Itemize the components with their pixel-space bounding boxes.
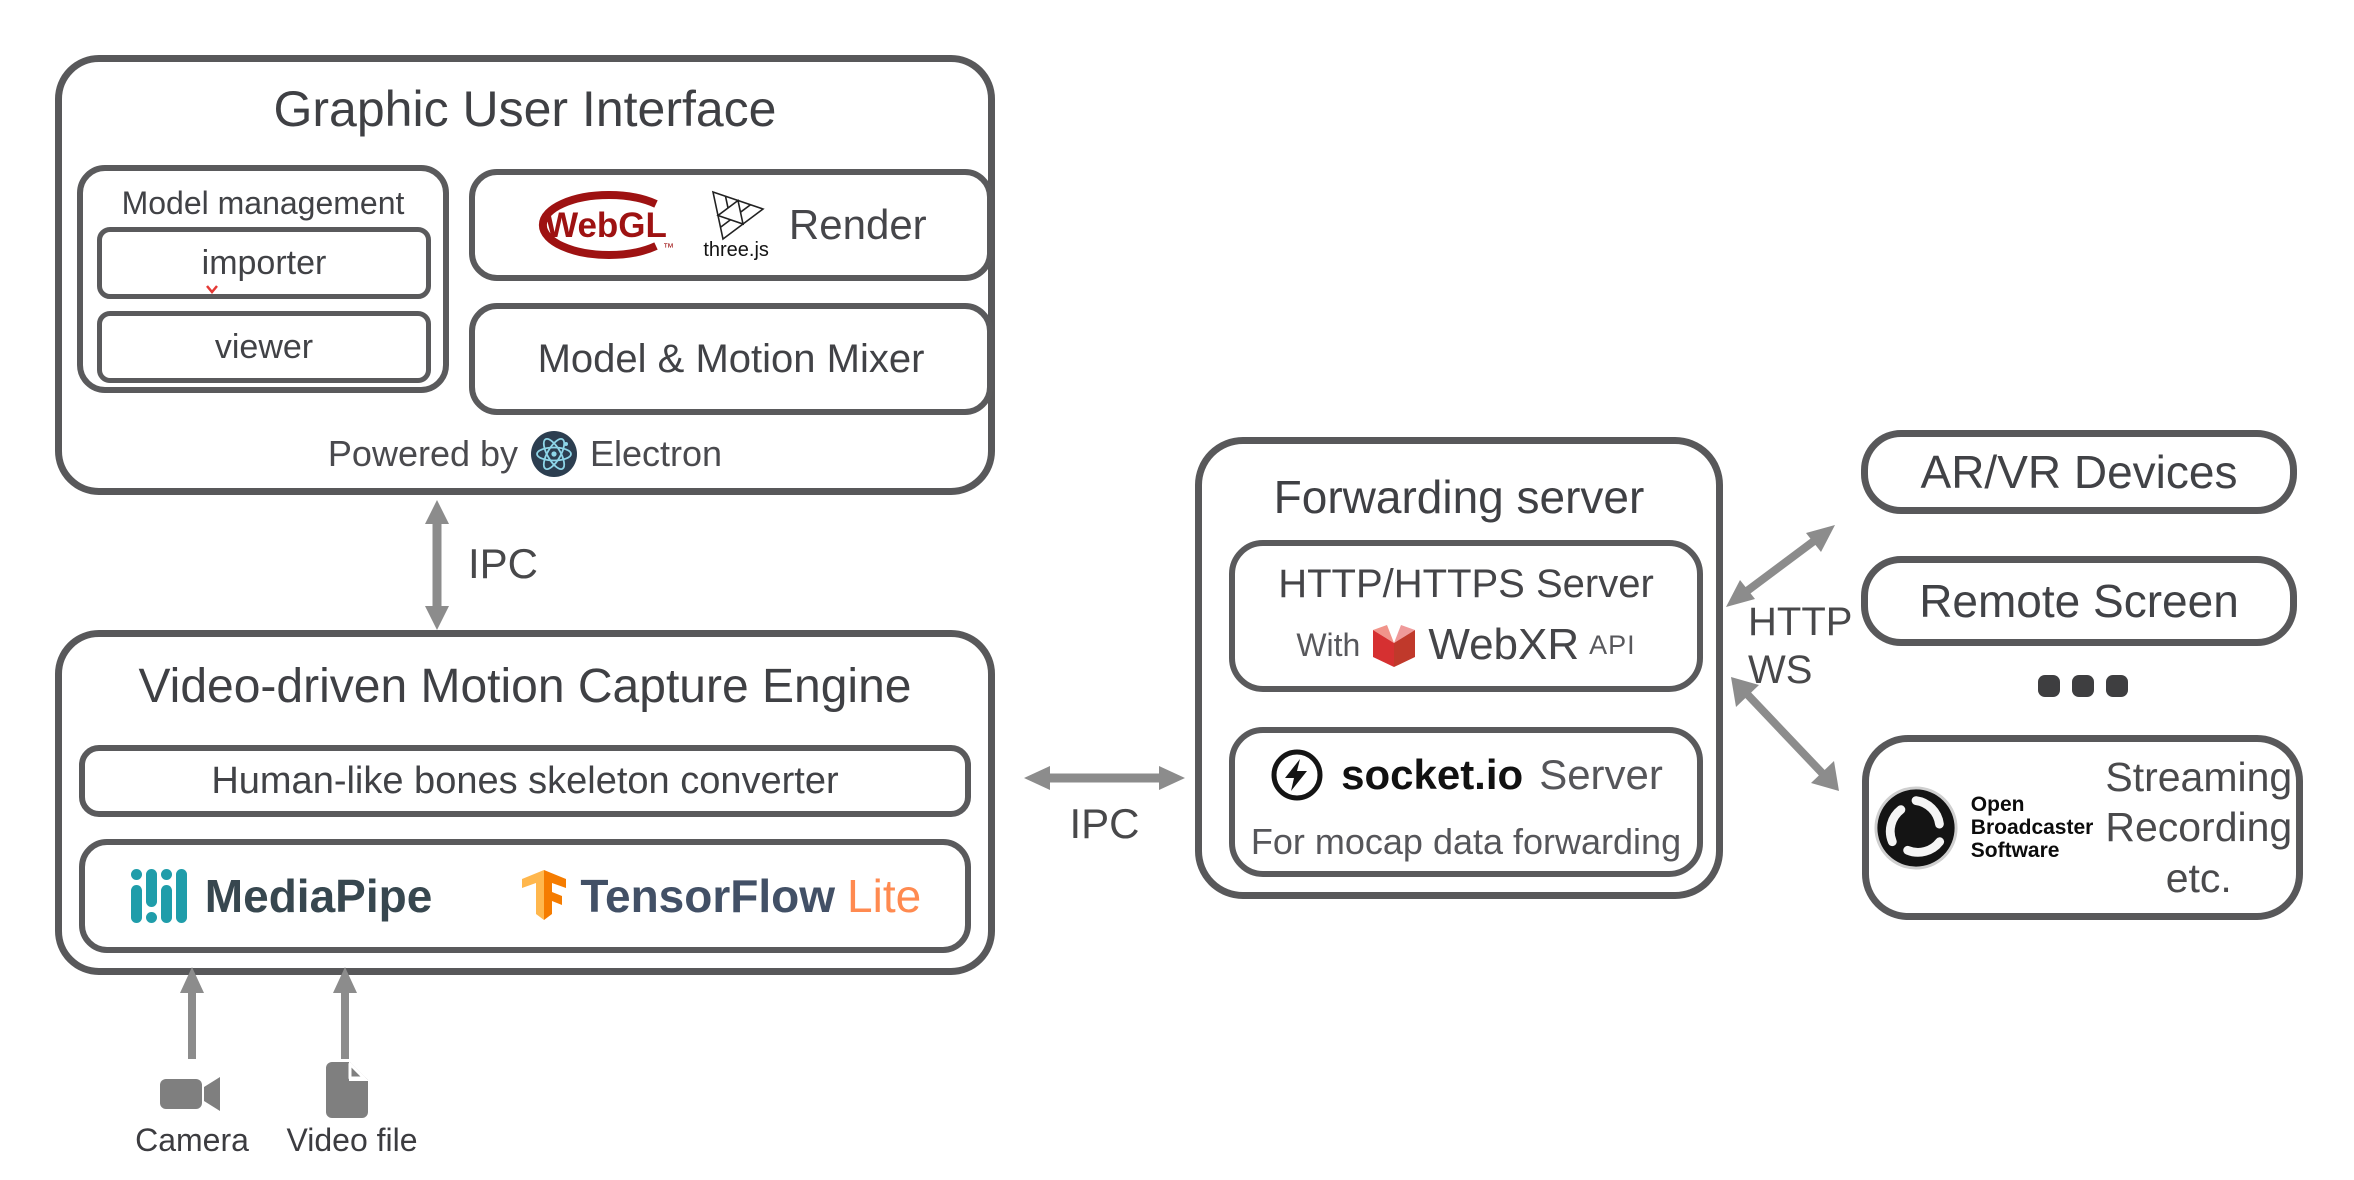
engine-box: Video-driven Motion Capture Engine Human… bbox=[55, 630, 995, 975]
webgl-logo: WebGL ™ bbox=[539, 191, 674, 259]
with-label: With bbox=[1296, 626, 1361, 663]
svg-text:WebGL: WebGL bbox=[545, 206, 667, 245]
obs-wordmark: Open Broadcaster Software bbox=[1970, 792, 2094, 863]
model-management-box: Model management importer viewer bbox=[77, 165, 449, 393]
viewer-box: viewer bbox=[97, 311, 431, 383]
obs-description: Streaming Recording etc. bbox=[2105, 754, 2293, 901]
gui-box: Graphic User Interface Model management … bbox=[55, 55, 995, 495]
obs-logo bbox=[1874, 785, 1958, 870]
camera-arrow bbox=[180, 967, 204, 1059]
camera-label: Camera bbox=[135, 1122, 249, 1158]
remote-screen-box: Remote Screen bbox=[1861, 556, 2297, 646]
forwarding-title: Forwarding server bbox=[1273, 471, 1645, 523]
ipc-vertical-label: IPC bbox=[468, 540, 539, 587]
http-link-label: HTTP bbox=[1748, 600, 1853, 644]
render-label: Render bbox=[788, 201, 927, 248]
webxr-label: WebXR bbox=[1428, 620, 1580, 669]
spellcheck-caret bbox=[206, 285, 218, 294]
mixer-label: Model & Motion Mixer bbox=[537, 336, 925, 381]
model-management-title: Model management bbox=[121, 185, 405, 221]
powered-by-label: Powered by bbox=[327, 433, 519, 474]
gui-title: Graphic User Interface bbox=[273, 81, 777, 137]
api-label: API bbox=[1589, 629, 1636, 660]
converter-label: Human-like bones skeleton converter bbox=[211, 759, 839, 802]
arvr-devices-box: AR/VR Devices bbox=[1861, 430, 2297, 514]
render-box: WebGL ™ three.js Render bbox=[469, 169, 993, 281]
arvr-devices-label: AR/VR Devices bbox=[1920, 446, 2238, 498]
webxr-logo bbox=[1373, 625, 1416, 667]
socketio-row: socket.io Server bbox=[1235, 747, 1697, 803]
socketio-subtitle: For mocap data forwarding bbox=[1250, 821, 1682, 862]
socketio-server-box: socket.io Server For mocap data forwardi… bbox=[1229, 727, 1703, 877]
threejs-logo: three.js bbox=[703, 189, 769, 262]
video-file-arrow bbox=[333, 967, 357, 1059]
tensorflow-lite-label: Lite bbox=[847, 870, 922, 922]
http-ws-arrow-up bbox=[1726, 525, 1835, 607]
remote-screen-label: Remote Screen bbox=[1919, 575, 2239, 627]
dot bbox=[2106, 675, 2128, 697]
webxr-row: With WebXR API bbox=[1235, 620, 1697, 670]
mixer-box: Model & Motion Mixer bbox=[469, 303, 993, 415]
forwarding-server-box: Forwarding server HTTP/HTTPS Server With… bbox=[1195, 437, 1723, 899]
http-server-title: HTTP/HTTPS Server bbox=[1278, 562, 1654, 606]
svg-text:™: ™ bbox=[663, 242, 674, 254]
http-ws-arrow-down bbox=[1731, 677, 1839, 791]
ws-link-label: WS bbox=[1748, 648, 1813, 692]
tensorflow-label: TensorFlow bbox=[580, 870, 836, 922]
video-file-label: Video file bbox=[286, 1122, 418, 1158]
obs-box: Open Broadcaster Software Streaming Reco… bbox=[1862, 735, 2303, 920]
ellipsis-dots bbox=[2038, 675, 2128, 697]
camera-icon bbox=[160, 1077, 220, 1111]
dot bbox=[2072, 675, 2094, 697]
importer-label: importer bbox=[201, 243, 327, 282]
http-server-box: HTTP/HTTPS Server With WebXR API bbox=[1229, 540, 1703, 692]
ipc-horizontal-label: IPC bbox=[1069, 800, 1140, 847]
viewer-label: viewer bbox=[214, 327, 314, 366]
electron-logo bbox=[531, 431, 578, 477]
socketio-server-label: Server bbox=[1539, 751, 1663, 798]
socketio-label: socket.io bbox=[1341, 751, 1524, 798]
ipc-horizontal-arrow bbox=[1024, 766, 1185, 790]
video-file-icon bbox=[326, 1061, 369, 1118]
electron-label: Electron bbox=[590, 433, 723, 474]
mediapipe-label: MediaPipe bbox=[204, 870, 433, 922]
dot bbox=[2038, 675, 2060, 697]
socketio-logo bbox=[1271, 749, 1323, 801]
converter-box: Human-like bones skeleton converter bbox=[79, 745, 971, 817]
engine-title: Video-driven Motion Capture Engine bbox=[138, 660, 912, 713]
powered-by-electron: Powered by Electron bbox=[62, 430, 988, 478]
importer-box: importer bbox=[97, 227, 431, 299]
ipc-vertical-arrow bbox=[425, 500, 449, 630]
mediapipe-logo: MediaPipe bbox=[129, 867, 433, 925]
